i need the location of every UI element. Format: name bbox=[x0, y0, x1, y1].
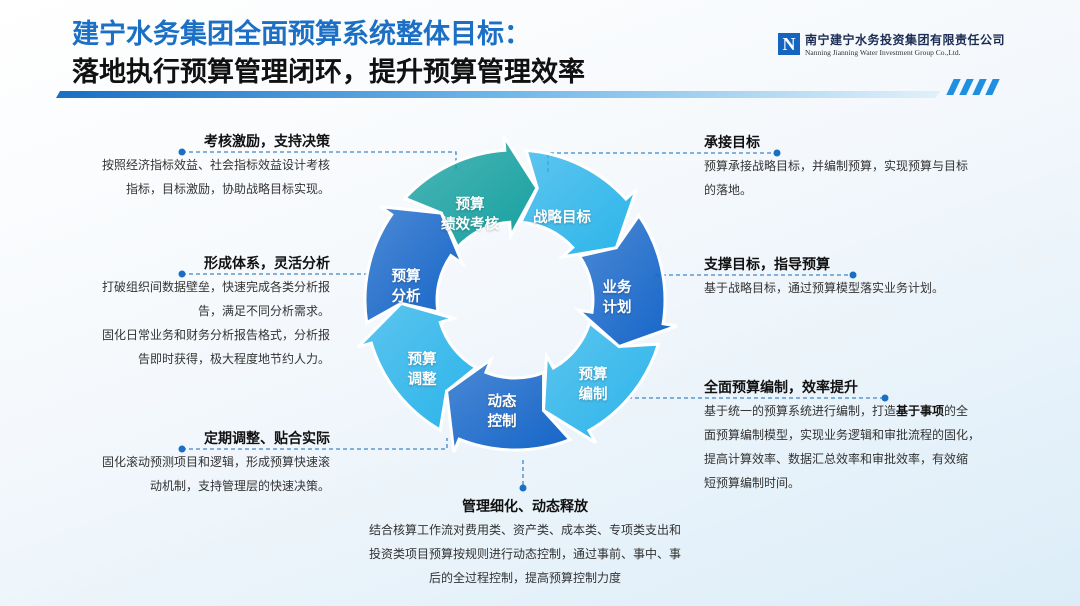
label-line: 预算 bbox=[407, 352, 437, 368]
label-line: 绩效考核 bbox=[441, 217, 499, 233]
note-title: 全面预算编制，效率提升 bbox=[704, 380, 858, 396]
note-zhicheng: 支撑目标，指导预算 基于战略目标，通过预算模型落实业务计划。 bbox=[704, 254, 1024, 300]
title-line1: 建宁水务集团全面预算系统整体目标： bbox=[72, 19, 531, 50]
note-line: 告即时获得，极大程度地节约人力。 bbox=[137, 352, 330, 366]
logo-cn: 南宁建宁水务投资集团有限责任公司 bbox=[805, 33, 1006, 47]
note-chengjie: 承接目标 预算承接战略目标，并编制预算，实现预算与目标 的落地。 bbox=[704, 132, 1024, 202]
emphasis: 基于事项 bbox=[896, 404, 945, 418]
note-line: 固化日常业务和财务分析报告格式，分析报 bbox=[101, 328, 330, 342]
note-line: 告，满足不同分析需求。 bbox=[197, 304, 330, 318]
logo-en: Nanning Jianning Water Investment Group … bbox=[805, 48, 961, 57]
label-line: 业务 bbox=[602, 280, 632, 296]
cycle-label: 预算编制 bbox=[579, 365, 608, 405]
cycle-label: 预算分析 bbox=[392, 267, 421, 307]
note-line: 预算承接战略目标，并编制预算，实现预算与目标 bbox=[704, 159, 969, 173]
label-line: 计划 bbox=[602, 300, 632, 316]
dot bbox=[178, 270, 186, 278]
dot bbox=[773, 149, 781, 157]
note-kaohe: 考核激励，支持决策 按照经济指标效益、社会指标效益设计考核 指标，目标激励，协助… bbox=[40, 131, 330, 201]
dot bbox=[519, 484, 527, 492]
note-bianzhi: 全面预算编制，效率提升 基于统一的预算系统进行编制，打造基于事项的全 面预算编制… bbox=[704, 377, 1034, 495]
note-line: 打破组织间数据壁垒，快速完成各类分析报 bbox=[101, 280, 330, 294]
note-line: 指标，目标激励，协助战略目标实现。 bbox=[125, 182, 330, 196]
note-line: 基于战略目标，通过预算模型落实业务计划。 bbox=[704, 281, 945, 295]
text: 的全 bbox=[944, 404, 969, 418]
text: 基于统一的预算系统进行编制，打造 bbox=[704, 404, 897, 418]
label-line: 控制 bbox=[487, 414, 517, 430]
cycle-label: 战略目标 bbox=[533, 208, 591, 228]
cycle-label: 预算调整 bbox=[408, 350, 437, 390]
cycle-arrow-segment bbox=[573, 212, 678, 349]
label-line: 动态 bbox=[487, 394, 517, 410]
note-line: 投资类项目预算按规则进行动态控制，通过事前、事中、事 bbox=[368, 547, 681, 561]
logo-mark: N bbox=[778, 33, 800, 55]
note-line: 短预算编制时间。 bbox=[704, 476, 801, 490]
note-line: 按照经济指标效益、社会指标效益设计考核 bbox=[101, 158, 330, 172]
dot bbox=[178, 148, 186, 156]
note-line: 的落地。 bbox=[704, 183, 753, 197]
note-title: 考核激励，支持决策 bbox=[204, 134, 330, 150]
cycle-arrow-segment bbox=[402, 135, 539, 250]
note-tixi: 形成体系，灵活分析 打破组织间数据壁垒，快速完成各类分析报 告，满足不同分析需求… bbox=[40, 253, 330, 371]
note-guanli: 管理细化、动态释放 结合核算工作流对费用类、资产类、成本类、专项类支出和 投资类… bbox=[330, 496, 720, 590]
cycle-arrow-segment bbox=[541, 320, 661, 444]
cycle-label: 业务计划 bbox=[603, 278, 632, 318]
note-title: 管理细化、动态释放 bbox=[462, 499, 588, 515]
note-tiaozheng: 定期调整、贴合实际 固化滚动预测项目和逻辑，形成预算快速滚 动机制，支持管理层的… bbox=[40, 428, 330, 498]
note-title: 支撑目标，指导预算 bbox=[704, 257, 830, 273]
note-title: 承接目标 bbox=[704, 135, 760, 151]
note-line: 后的全过程控制，提高预算控制力度 bbox=[428, 571, 621, 585]
note-line: 固化滚动预测项目和逻辑，形成预算快速滚 bbox=[101, 455, 330, 469]
cycle-label: 动态控制 bbox=[488, 392, 517, 432]
cycle-arrow-segment bbox=[363, 205, 466, 326]
cycle-arrow-segment bbox=[445, 355, 573, 453]
dot bbox=[178, 445, 186, 453]
cycle-label: 预算绩效考核 bbox=[441, 195, 499, 235]
label-line: 预算 bbox=[391, 269, 421, 285]
label-line: 编制 bbox=[578, 387, 608, 403]
label-line: 战略目标 bbox=[533, 210, 591, 226]
note-line: 提高计算效率、数据汇总效率和审批效率，有效缩 bbox=[704, 452, 969, 466]
dot bbox=[881, 394, 889, 402]
label-line: 预算 bbox=[578, 367, 608, 383]
note-line: 基于统一的预算系统进行编制，打造基于事项的全 bbox=[704, 399, 1034, 423]
label-line: 分析 bbox=[391, 289, 421, 305]
note-title: 定期调整、贴合实际 bbox=[204, 431, 330, 447]
note-line: 面预算编制模型，实现业务逻辑和审批流程的固化， bbox=[704, 428, 981, 442]
title-line2: 落地执行预算管理闭环，提升预算管理效率 bbox=[72, 57, 585, 88]
label-line: 预算 bbox=[455, 197, 485, 213]
note-line: 动机制，支持管理层的快速决策。 bbox=[149, 479, 330, 493]
cycle-arrow-segment bbox=[518, 148, 638, 260]
note-title: 形成体系，灵活分析 bbox=[204, 256, 330, 272]
company-logo: N 南宁建宁水务投资集团有限责任公司 Nanning Jianning Wate… bbox=[778, 31, 1005, 57]
dot bbox=[849, 271, 857, 279]
label-line: 调整 bbox=[407, 372, 437, 388]
note-line: 结合核算工作流对费用类、资产类、成本类、专项类支出和 bbox=[368, 523, 681, 537]
cycle-arrow-segment bbox=[356, 301, 479, 433]
